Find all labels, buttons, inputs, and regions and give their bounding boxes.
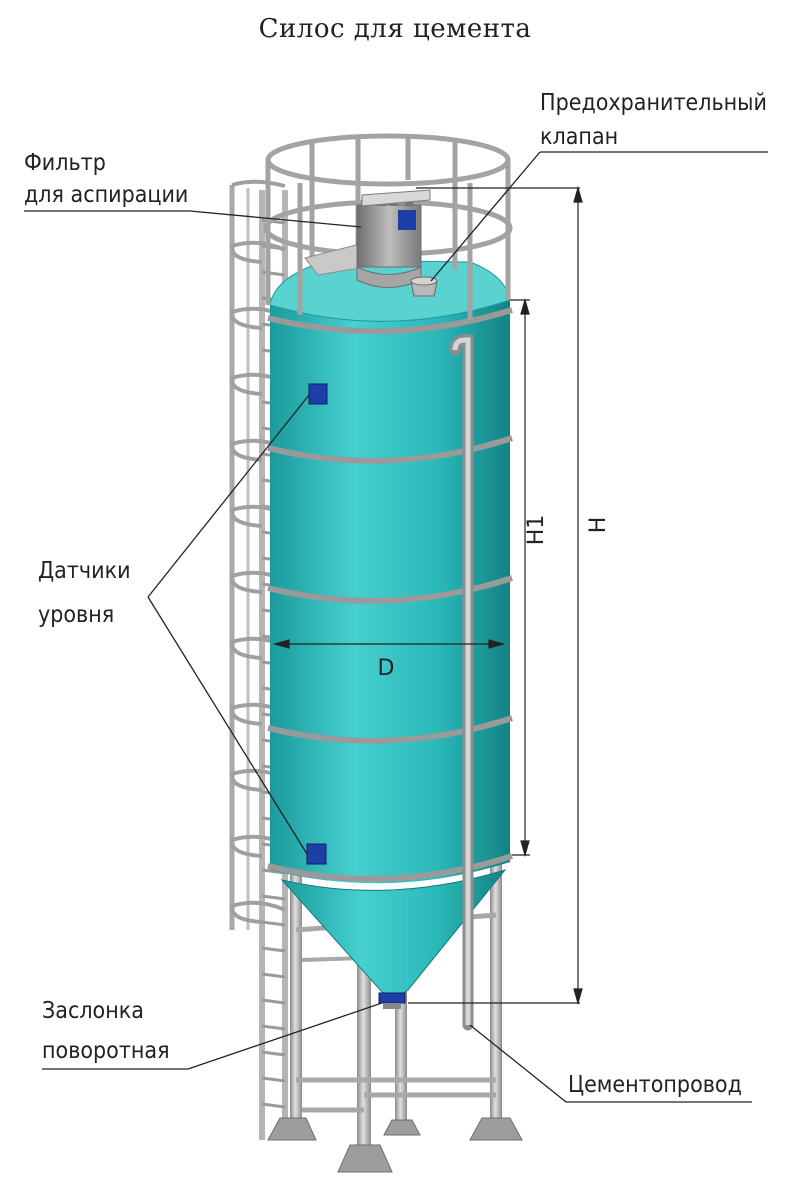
- ladder-rung: [261, 998, 286, 1005]
- ladder-cage-hoop: [229, 702, 286, 726]
- safety-valve: [410, 276, 438, 297]
- ladder-cage-hoop: [229, 504, 286, 528]
- cement-pipeline: [449, 334, 474, 1031]
- ladder-rung: [261, 972, 286, 979]
- dimension-h1-label: H1: [524, 515, 549, 546]
- level-sensors-label-line1: Датчики: [38, 558, 131, 584]
- ladder-cage-hoop: [229, 240, 286, 264]
- ladder-rung: [261, 1102, 286, 1109]
- ladder-rung: [261, 1076, 286, 1083]
- filter-label-line2: для аспирации: [24, 182, 189, 208]
- ladder-cage-hoop: [229, 900, 286, 924]
- dimension-h-label: H: [586, 517, 611, 534]
- aspiration-filter: [304, 189, 431, 288]
- ladder-cage-hoop: [229, 570, 286, 594]
- ladder-rung: [261, 920, 286, 927]
- butterfly-valve: [378, 992, 406, 1009]
- ladder-rung: [261, 946, 286, 953]
- ladder-rung: [261, 1024, 286, 1031]
- ladder-cage-hoop: [229, 636, 286, 660]
- safety-valve-label-line1: Предохранительный: [540, 90, 767, 116]
- ladder-cage-hoop: [229, 834, 286, 858]
- ladder-cage-hoop: [229, 438, 286, 462]
- ladder-rung: [261, 270, 286, 277]
- safety-valve-label-line2: клапан: [540, 124, 619, 150]
- ladder-rung: [261, 1050, 286, 1057]
- butterfly-valve-label-line2: поворотная: [42, 1038, 170, 1064]
- level-sensor-lower: [306, 843, 327, 865]
- ladder-rung: [261, 894, 286, 901]
- dimension-d-label: D: [378, 656, 395, 681]
- stiffening-rings: [267, 307, 513, 882]
- cement-pipeline-label: Цементопровод: [568, 1072, 742, 1098]
- butterfly-valve-label-line1: Заслонка: [42, 998, 144, 1024]
- ladder-cage-hoop: [229, 768, 286, 792]
- level-sensor-upper: [308, 383, 328, 405]
- leader-lines: [24, 151, 768, 1103]
- filter-label-line1: Фильтр: [24, 150, 106, 176]
- level-sensors-label-line2: уровня: [38, 602, 115, 628]
- ladder-cage-hoop: [229, 372, 286, 396]
- diagram-title: Силос для цемента: [258, 14, 532, 44]
- dimension-lines: [272, 185, 583, 1006]
- ladder-cage-hoop: [229, 306, 286, 330]
